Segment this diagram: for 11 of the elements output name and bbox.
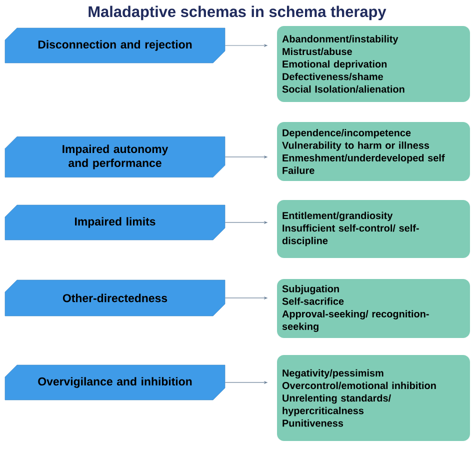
category-box: Other-directedness bbox=[4, 280, 226, 316]
schema-list-box: Negativity/pessimism Overcontrol/emotional inhibition Unrelenting standards/ hypercriticalness Punitiveness bbox=[277, 354, 470, 441]
category-box: Disconnection and rejection bbox=[4, 28, 226, 64]
category-box: Impaired autonomy and performance bbox=[4, 136, 226, 178]
schema-list-box: Subjugation Self-sacrifice Approval-seeking/ recognition-seeking bbox=[277, 278, 470, 338]
category-box: Overvigilance and inhibition bbox=[4, 364, 226, 400]
schema-list-box: Dependence/incompetence Vulnerability to harm or illness Enmeshment/underdeveloped self Failure bbox=[277, 122, 470, 181]
category-box: Impaired limits bbox=[4, 204, 226, 240]
schema-list-box: Abandonment/instability Mistrust/abuse Emotional deprivation Defectiveness/shame Social Isolation/alienation bbox=[277, 26, 470, 102]
schema-list-box: Entitlement/grandiosity Insufficient self-control/ self-discipline bbox=[277, 200, 470, 258]
title: Maladaptive schemas in schema therapy bbox=[88, 6, 386, 20]
